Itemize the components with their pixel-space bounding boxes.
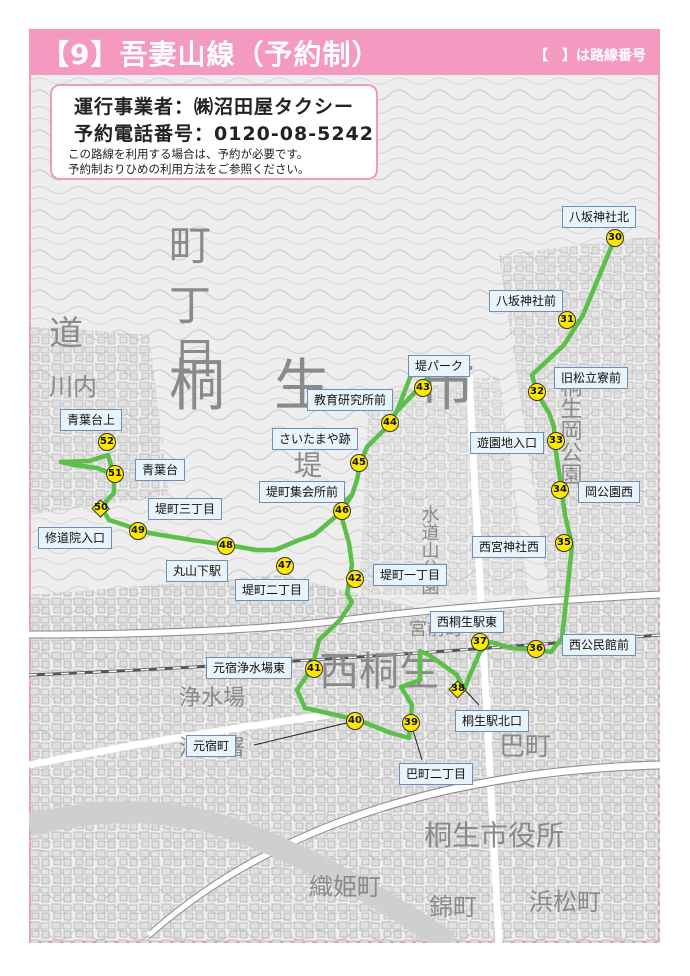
stop-label-47[interactable]: 堤町二丁目	[235, 579, 310, 601]
map-label-kiri: 桐	[169, 354, 225, 419]
map-label-nishiki: 錦町	[429, 893, 477, 921]
map-label-michi: 道	[49, 314, 83, 354]
stop-marker-35[interactable]: 35	[555, 534, 573, 552]
map-label-orihime: 織姫町	[309, 873, 381, 901]
leader-motojuku	[253, 719, 360, 746]
stop-marker-50[interactable]: 50	[91, 499, 110, 518]
stop-label-50[interactable]: 修道院入口	[38, 527, 113, 549]
stop-label-48[interactable]: 丸山下駅	[166, 560, 229, 582]
stop-marker-36[interactable]: 36	[527, 640, 545, 658]
stop-marker-52[interactable]: 52	[98, 433, 116, 451]
stop-label-33[interactable]: 遊園地入口	[470, 432, 545, 454]
stop-label-44[interactable]: 教育研究所前	[307, 389, 394, 411]
stop-label-41[interactable]: 元宿浄水場東	[206, 657, 293, 679]
stop-marker-43[interactable]: 43	[414, 379, 432, 397]
page-title: 【9】吾妻山線（予約制）	[41, 38, 381, 71]
stop-marker-39[interactable]: 39	[402, 714, 420, 732]
stop-marker-34[interactable]: 34	[551, 481, 569, 499]
map-label-cho: 丁	[169, 281, 211, 330]
map-label-josuijo: 浄水場	[179, 686, 245, 711]
stop-label-32[interactable]: 旧松立寮前	[554, 367, 629, 389]
stop-label-34[interactable]: 岡公園西	[578, 481, 641, 503]
leader-tomoe2	[411, 726, 423, 761]
stop-label-36[interactable]: 西公民館前	[562, 634, 637, 656]
stop-marker-30[interactable]: 30	[606, 229, 624, 247]
stop-marker-40[interactable]: 40	[346, 712, 364, 730]
map-label-machi: 町	[169, 221, 211, 270]
map-label-cityhall: 桐生市役所	[424, 819, 564, 852]
stop-label-51[interactable]: 青葉台	[135, 459, 186, 481]
stop-label-38[interactable]: 桐生駅北口	[455, 710, 530, 732]
info-box: 運行事業者：㈱沼田屋タクシー 予約電話番号：0120-08-5242 この路線を…	[50, 84, 378, 180]
stop-marker-51[interactable]: 51	[106, 465, 124, 483]
stop-label-37[interactable]: 西桐生駅東	[430, 611, 505, 633]
map-label-tsutsumi: 堤	[294, 449, 322, 482]
stop-marker-46[interactable]: 46	[333, 502, 351, 520]
stop-marker-42[interactable]: 42	[346, 570, 364, 588]
stop-label-49[interactable]: 堤町三丁目	[148, 498, 223, 520]
stop-marker-38[interactable]: 38	[448, 680, 467, 699]
stop-marker-48[interactable]: 48	[217, 537, 235, 555]
map-label-hamamatsu: 浜松町	[529, 888, 601, 916]
stop-marker-44[interactable]: 44	[381, 414, 399, 432]
stop-label-43[interactable]: 堤パーク	[408, 355, 471, 377]
stop-marker-45[interactable]: 45	[350, 454, 368, 472]
stop-marker-41[interactable]: 41	[305, 660, 323, 678]
stop-label-42[interactable]: 堤町一丁目	[373, 564, 448, 586]
phone-text[interactable]: 予約電話番号：0120-08-5242	[74, 123, 374, 145]
stop-label-40[interactable]: 元宿町	[186, 735, 237, 757]
stop-label-46[interactable]: 堤町集会所前	[259, 481, 346, 503]
stop-label-52[interactable]: 青葉台上	[60, 409, 123, 431]
stop-marker-37[interactable]: 37	[471, 633, 489, 651]
map-label-okakoen: 桐生岡公園	[557, 375, 583, 485]
stop-marker-49[interactable]: 49	[129, 522, 147, 540]
map-label-kawauchi: 川内	[49, 373, 97, 401]
stop-label-45[interactable]: さいたまや跡	[272, 428, 358, 450]
operator-text: 運行事業者：㈱沼田屋タクシー	[74, 96, 355, 118]
route-number-note: 【 】は路線番号	[534, 48, 646, 64]
stop-marker-47[interactable]: 47	[276, 557, 294, 575]
stop-label-39[interactable]: 巴町二丁目	[399, 763, 474, 785]
reservation-note: この路線を利用する場合は、予約が必要です。	[68, 147, 309, 161]
map-label-tomoe: 巴町	[499, 732, 551, 762]
stop-marker-32[interactable]: 32	[528, 383, 546, 401]
stop-label-35[interactable]: 西宮神社西	[472, 536, 547, 558]
header-bar: 【9】吾妻山線（予約制） 【 】は路線番号	[29, 29, 660, 75]
stop-marker-31[interactable]: 31	[558, 311, 576, 329]
stop-label-30[interactable]: 八坂神社北	[562, 206, 637, 228]
stop-marker-33[interactable]: 33	[547, 432, 565, 450]
stop-label-31[interactable]: 八坂神社前	[489, 290, 564, 312]
map-label-me: 目	[174, 334, 216, 383]
usage-note: 予約制おりひめの利用方法をご参照ください。	[68, 162, 310, 176]
